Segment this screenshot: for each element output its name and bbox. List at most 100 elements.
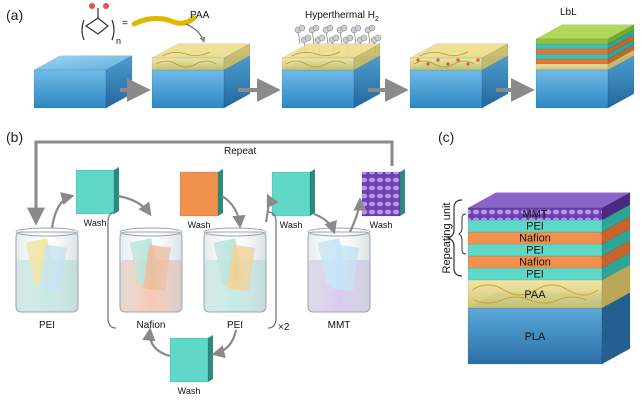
flow-arrow: [221, 195, 246, 229]
paa-layer-front: [281, 57, 355, 71]
beaker-rim: [119, 227, 183, 237]
washed-sample: [169, 335, 213, 383]
beaker-label: PEI: [39, 320, 55, 331]
stack-layer-label: Nafion: [519, 233, 551, 245]
repeating-unit-brace: [446, 199, 463, 277]
paa-layer-front: [409, 57, 483, 71]
paa-structure: n = PAA: [81, 3, 210, 46]
beaker: MMT: [307, 227, 371, 331]
polymer-chain: [155, 51, 217, 68]
wash-label: Wash: [188, 220, 211, 230]
washed-sample-edge: [310, 169, 315, 216]
crosslink-point: [466, 62, 470, 66]
beaker-glass: [203, 231, 267, 313]
stack-layer-side: [601, 228, 631, 257]
h2-atom: [298, 24, 306, 32]
lbl-label: LbL: [560, 7, 577, 18]
washed-sample-edge: [208, 335, 213, 382]
washed-sample: [271, 169, 315, 217]
h2-atom: [312, 24, 320, 32]
stack-layer-side: [601, 192, 631, 221]
washed-sample-face: [169, 337, 209, 383]
pla-label: PLA: [525, 331, 546, 343]
flow-arrow: [117, 194, 152, 217]
equals-sign: =: [122, 18, 128, 29]
washed-sample-face: [361, 171, 401, 217]
wash-label: Wash: [178, 386, 201, 396]
h2-atom: [346, 34, 354, 42]
panel-b-label: (b): [6, 129, 23, 145]
flow-arrow: [313, 212, 337, 235]
stack-layer-label: PEI: [526, 245, 544, 257]
panel-c-label: (c): [438, 129, 454, 145]
hyperthermal-label: Hyperthermal H2: [305, 10, 379, 23]
beaker-glass: [119, 231, 183, 313]
oxygen-atom: [103, 3, 109, 9]
crosslink-point: [476, 58, 480, 62]
pla-block-front: [467, 307, 603, 365]
washed-sample-face: [271, 171, 311, 217]
crosslink-point: [436, 58, 440, 62]
washed-sample-face: [75, 169, 115, 215]
stack-layer-label: Nafion: [519, 257, 551, 269]
panel-a-steps: [33, 24, 635, 109]
stack-layer-label: PEI: [526, 221, 544, 233]
stack-layer: [467, 192, 631, 221]
washed-sample: [361, 169, 405, 217]
lbl-layer-front: [535, 53, 609, 60]
washed-sample: [75, 167, 119, 215]
substrate-block-side: [353, 55, 381, 109]
washed-sample-edge: [218, 169, 223, 216]
crosslink-point: [446, 62, 450, 66]
wash-label: Wash: [370, 220, 393, 230]
inner-brace: [458, 213, 467, 255]
substrate-block: [33, 55, 133, 109]
repeat-loop: Repeat: [27, 140, 394, 226]
repeating-unit-label: Repeating unit: [441, 203, 453, 274]
paa-layer-front: [151, 57, 225, 71]
beaker-glass: [307, 231, 371, 313]
lbl-layer-front: [535, 58, 609, 65]
panel-a-label: (a): [6, 7, 23, 23]
paa-block-side: [601, 264, 631, 309]
washed-sample-face: [179, 171, 219, 217]
repeat-label: Repeat: [224, 146, 256, 157]
paa-layer-side: [353, 43, 381, 71]
beaker-label: Nafion: [137, 320, 166, 331]
h2-atom: [374, 34, 382, 42]
substrate-block-front: [535, 69, 609, 109]
wash-label: Wash: [280, 220, 303, 230]
h2-atom: [304, 34, 312, 42]
polymer-chain: [285, 51, 347, 68]
beaker-glass: [15, 231, 79, 313]
substrate-block-front: [33, 69, 107, 109]
stack-layer-side: [601, 240, 631, 269]
paa-label: PAA: [524, 289, 546, 301]
washed-sample-edge: [400, 169, 405, 216]
lbl-layer-side: [607, 24, 635, 45]
paa-chain-icon: [131, 15, 197, 27]
repeat-bracket-left: [107, 211, 117, 329]
flow-arrow: [211, 329, 238, 359]
polymer-chain: [413, 51, 475, 68]
paa-chains: [471, 284, 599, 304]
paa-layer-side: [481, 43, 509, 71]
crosslink-point: [456, 58, 460, 62]
stack-layer-side: [601, 204, 631, 233]
lbl-layer: [535, 24, 635, 45]
flow-arrow: [50, 192, 75, 229]
paa-label: PAA: [190, 10, 210, 21]
h2-atom: [368, 24, 376, 32]
paa-layer-front: [535, 63, 609, 71]
layer-stack: PLAPAAPEINafionPEINafionPEIMMTRepeating …: [441, 192, 631, 365]
beaker: PEI: [15, 227, 79, 331]
substrate-block-side: [481, 55, 509, 109]
beaker-label: MMT: [328, 320, 351, 331]
h2-atom: [332, 34, 340, 42]
beaker-rim: [307, 227, 371, 237]
stack-layer-label: PEI: [526, 269, 544, 281]
h2-atom: [354, 24, 362, 32]
stack-layer-label: MMT: [522, 209, 547, 221]
